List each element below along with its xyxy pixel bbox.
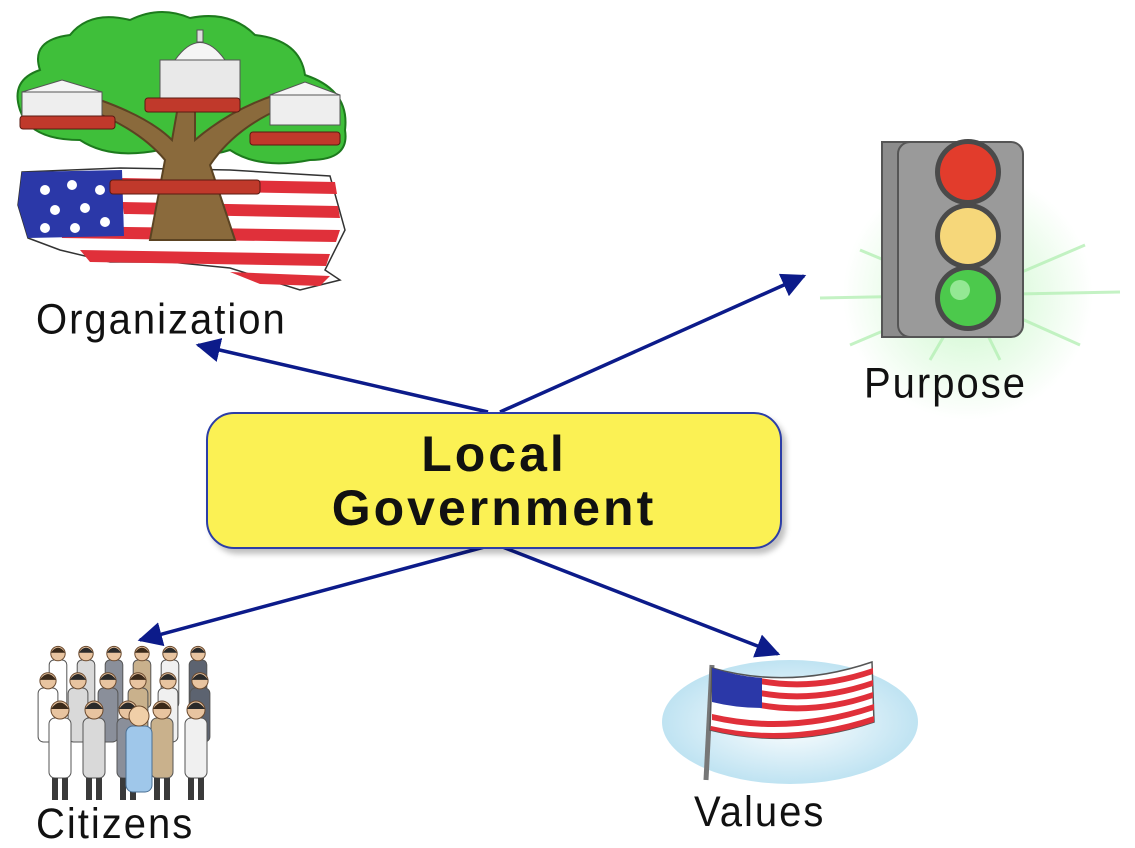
people-group-icon: [37, 645, 211, 800]
central-node-line1: Local: [421, 425, 567, 482]
node-label-citizens: Citizens: [36, 800, 195, 848]
arrow-to-organization: [195, 338, 489, 414]
us-flag-icon: [662, 660, 918, 784]
node-label-purpose: Purpose: [864, 360, 1027, 408]
arrow-to-values: [499, 544, 781, 658]
arrow-to-purpose: [499, 273, 807, 414]
node-label-organization: Organization: [36, 296, 287, 344]
government-tree-icon: [16, 10, 347, 291]
arrows: [137, 273, 807, 658]
traffic-light-icon: [819, 139, 1121, 420]
central-node-line2: Government: [331, 479, 657, 536]
node-label-values: Values: [694, 788, 826, 836]
arrow-to-citizens: [137, 544, 489, 647]
central-node: Local Government: [206, 412, 782, 549]
